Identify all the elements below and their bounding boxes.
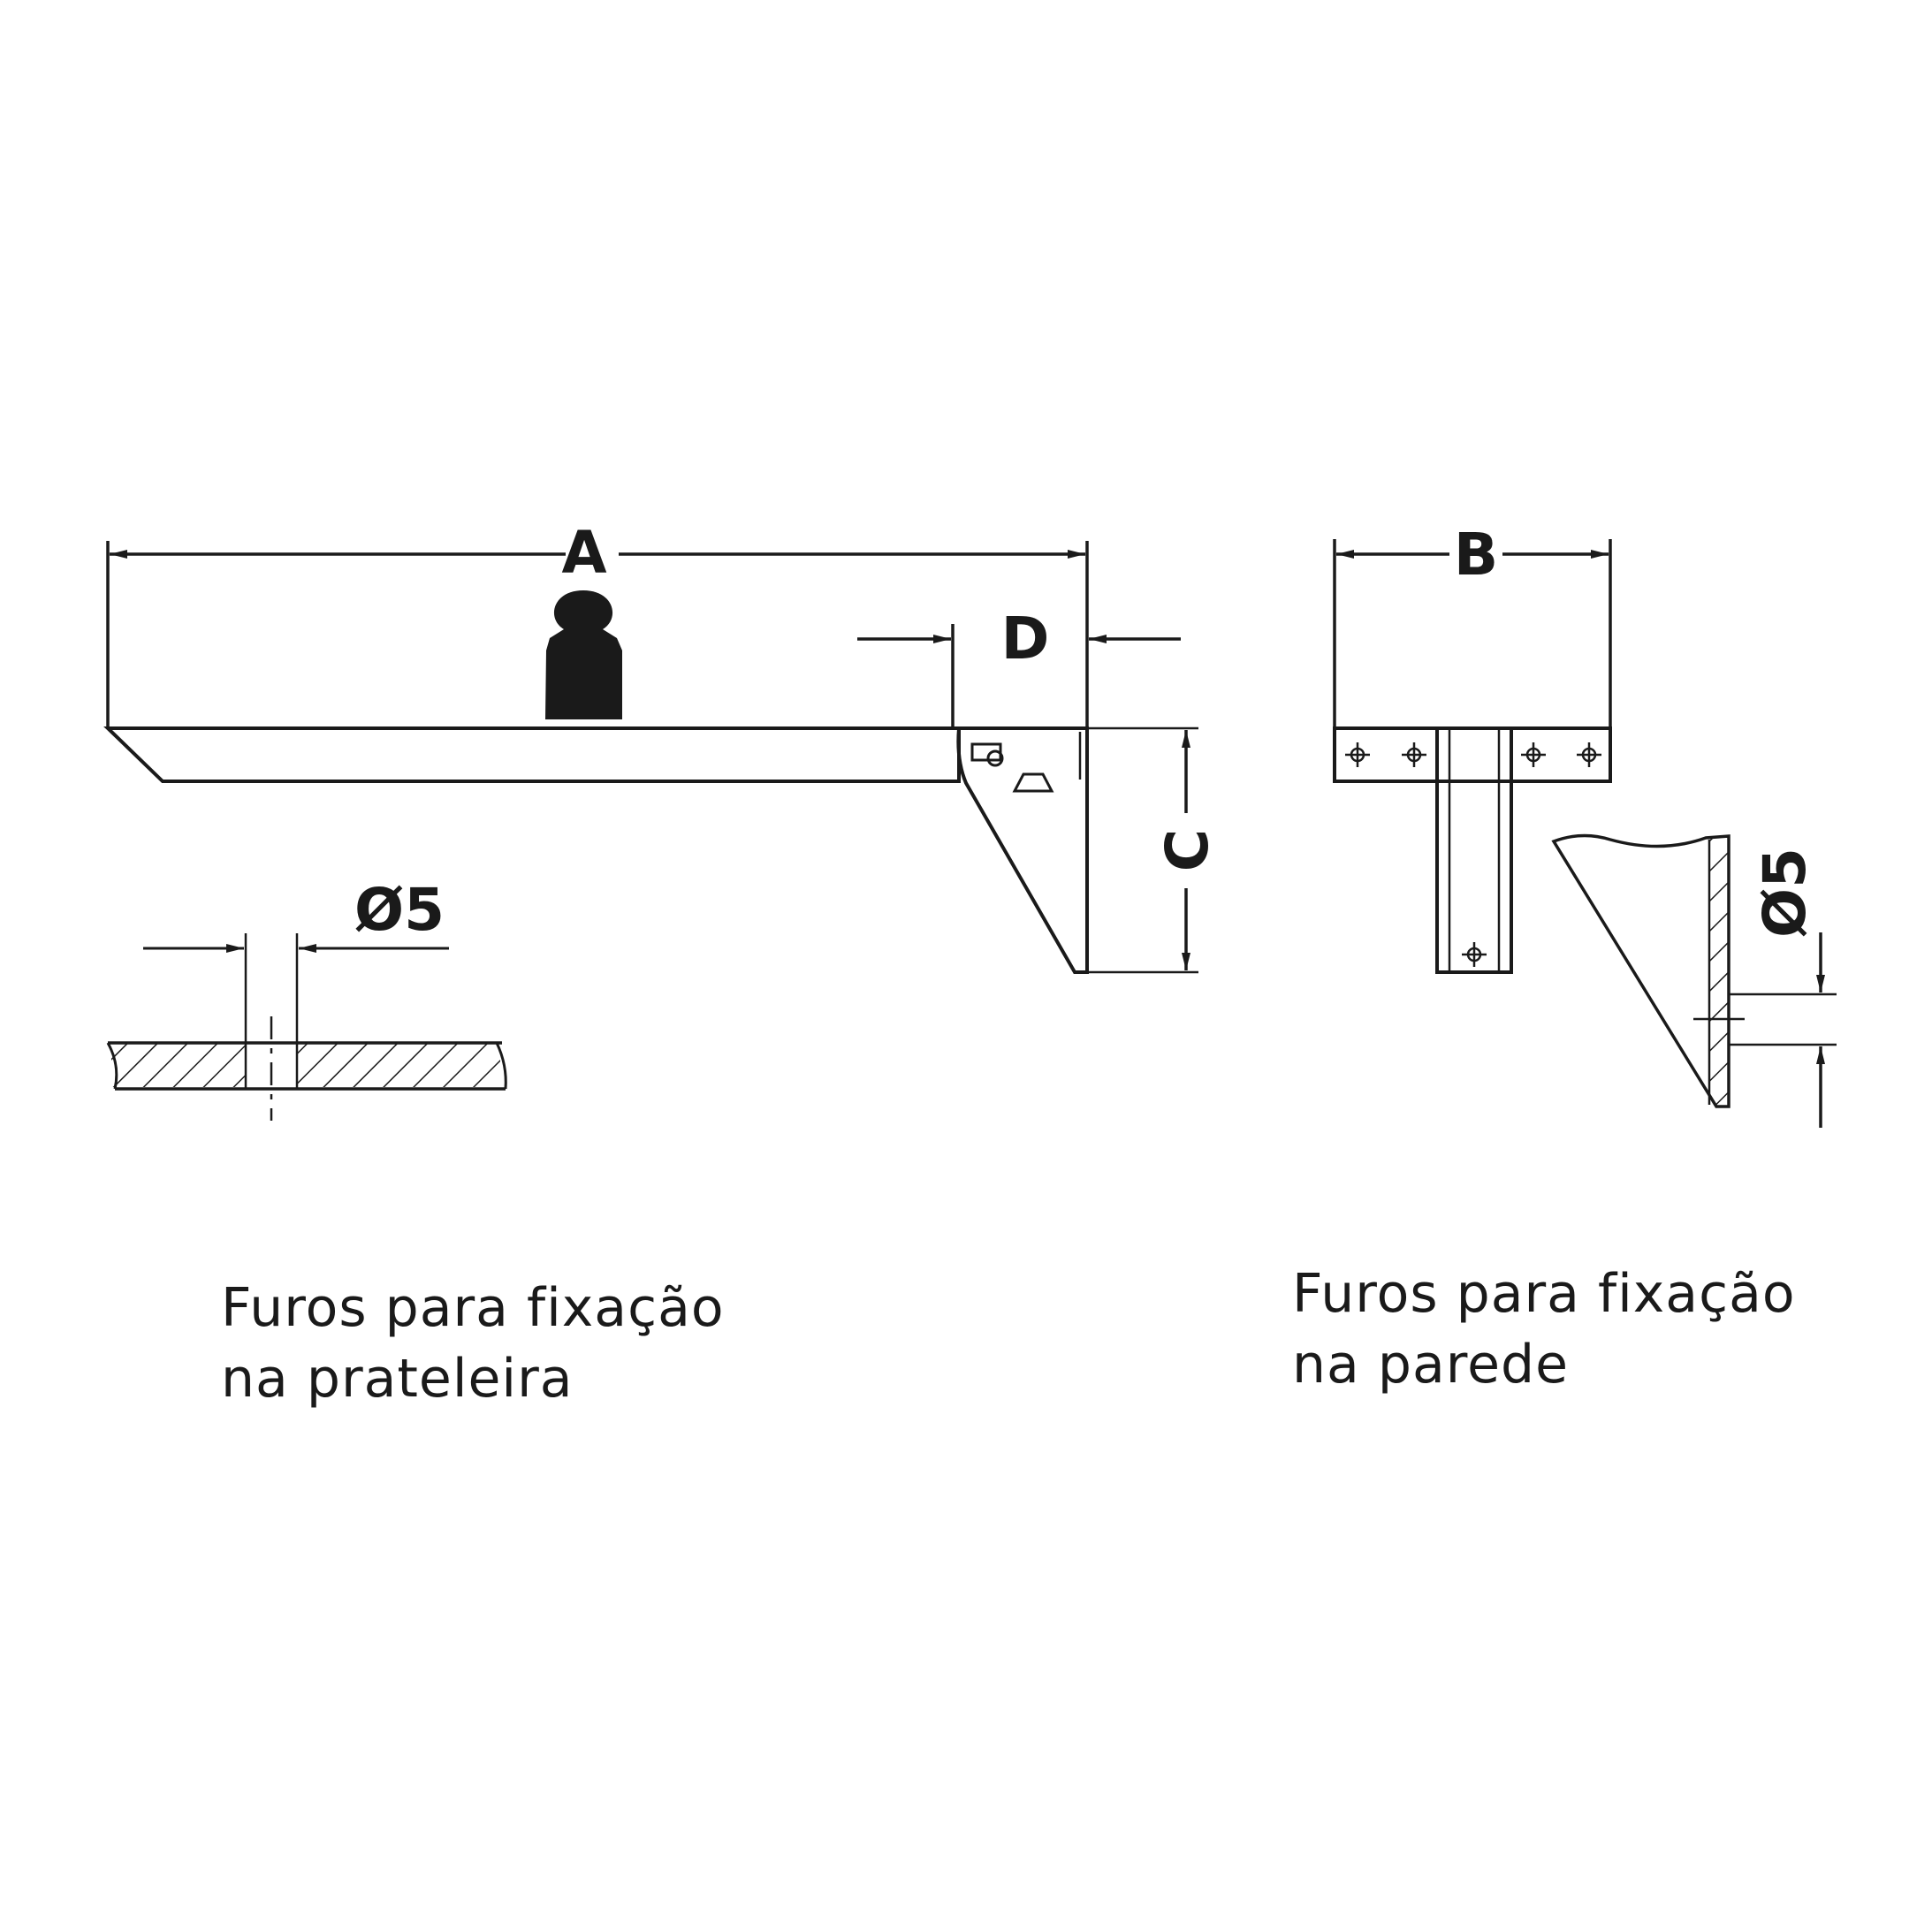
dimension-a-label: A [561, 519, 606, 587]
shelf-arm [103, 726, 961, 783]
screw-hole-icon [1462, 942, 1487, 967]
shelf-hole-diameter-label: Ø5 [354, 876, 445, 944]
dimension-b-label: B [1454, 521, 1498, 589]
shelf-section-hatch-right [297, 1043, 500, 1087]
caption-shelf-line-2: na prateleira [221, 1348, 574, 1410]
wall-bracket-profile [1551, 833, 1730, 1108]
shelf-section-break-right [495, 1042, 507, 1090]
bracket-front-view [1333, 539, 1612, 974]
bracket-hole [986, 749, 1004, 767]
bracket-notch [1012, 772, 1054, 793]
caption-shelf-holes: Furos para fixação na prateleira [221, 1273, 725, 1414]
caption-shelf-line-1: Furos para fixação [221, 1277, 725, 1339]
shelf-section-break-left [106, 1042, 118, 1090]
bracket-side-view [103, 541, 1198, 974]
shelf-hole-section [106, 933, 507, 1121]
screw-hole-icon [1345, 742, 1370, 767]
front-screw-holes [1345, 742, 1601, 967]
front-vertical-leg [1435, 726, 1513, 974]
wall-section-hatch [1709, 838, 1729, 1105]
caption-wall-line-1: Furos para fixação [1292, 1263, 1796, 1325]
dimension-d-label: D [1001, 605, 1050, 673]
wall-hole-section [1551, 833, 1837, 1128]
wall-hole-diameter-label: Ø5 [1751, 848, 1819, 938]
screw-hole-icon [1577, 742, 1601, 767]
front-mounting-plate [1333, 726, 1612, 783]
weight-icon [545, 590, 622, 719]
bracket-body [956, 726, 1089, 974]
screw-hole-icon [1402, 742, 1426, 767]
caption-wall-line-2: na parede [1292, 1334, 1569, 1396]
bracket-slot [970, 742, 1002, 762]
screw-hole-icon [1521, 742, 1546, 767]
caption-wall-holes: Furos para fixação na parede [1292, 1259, 1796, 1400]
shelf-section-hatch-left [111, 1043, 246, 1087]
dimension-c-label: C [1153, 829, 1221, 871]
